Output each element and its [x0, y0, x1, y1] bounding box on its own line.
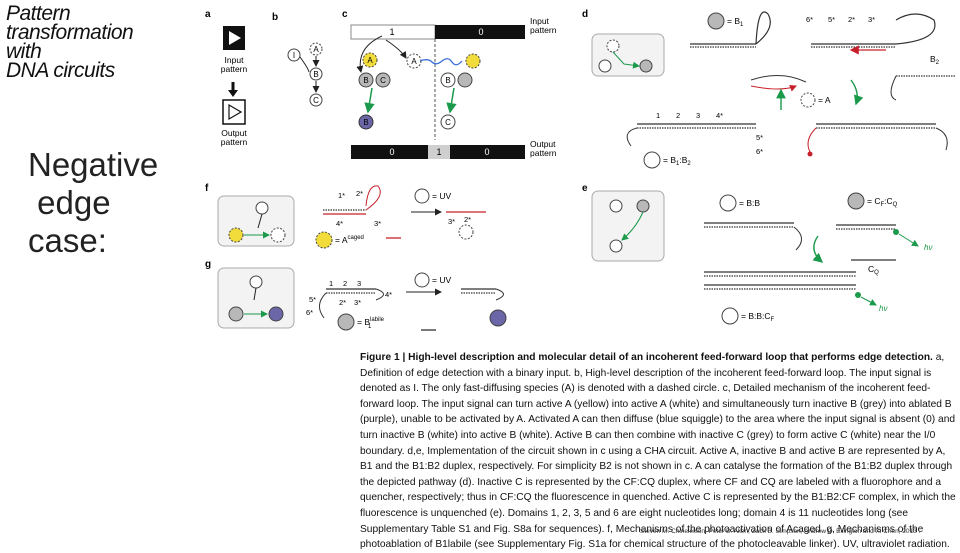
panel-g-eq-uv: = UV [432, 275, 451, 285]
panel-d-domain-7: 3 [696, 111, 700, 120]
panel-c-node-b-grey: B [363, 76, 368, 85]
panel-e-eq-bottom: = B:B:CF [741, 311, 775, 323]
panel-d-eq-bottom: = B1:B2 [663, 155, 691, 167]
panel-f-domain-6: 2* [464, 215, 471, 224]
panel-f: = UV = Acaged 1* 2* 3* 4* 3* 2* [217, 185, 486, 249]
panel-d-domain-2: 5* [828, 15, 835, 24]
panel-d: = B1 B2 = A = B1:B2 6* 5* 2* 3* 1 2 3 4* [591, 11, 956, 169]
panel-g-domain-3: 3 [357, 279, 361, 288]
panel-e-hv-1: hν [924, 243, 932, 252]
panel-label-c: c [342, 9, 348, 20]
panel-d-domain-10: 6* [756, 147, 763, 156]
panel-f-domain-2: 2* [356, 189, 363, 198]
panel-c-node-a-yellow: A [367, 56, 373, 65]
panel-d-eq-top: = B1 [727, 16, 744, 28]
panel-g-domain-1: 1 [329, 279, 333, 288]
panel-label-g: g [205, 259, 211, 270]
caption-body: a, Definition of edge detection with a b… [360, 352, 956, 551]
panel-f-domain-1: 1* [338, 191, 345, 200]
panel-d-domain-4: 3* [868, 15, 875, 24]
panel-c-output-0a: 0 [389, 147, 394, 157]
panel-label-b: b [272, 12, 278, 23]
panel-e-hv-2: hν [879, 304, 887, 313]
panel-label-d: d [582, 9, 588, 20]
panel-c-input-1: 1 [389, 27, 394, 37]
panel-g-domain-7: 2* [339, 298, 346, 307]
panel-c-node-b-purple: B [363, 118, 368, 127]
panel-g-domain-2: 2 [343, 279, 347, 288]
panel-b-node-i: I [293, 51, 295, 60]
panel-d-domain-9: 5* [756, 133, 763, 142]
slide-title: Pattern transformation with DNA circuits [6, 4, 134, 80]
panel-d-eq-mid: = A [818, 95, 831, 105]
panel-b-node-c: C [313, 96, 319, 105]
panel-e-cq: CQ [868, 264, 879, 276]
panel-label-e: e [582, 183, 588, 194]
diffusion-squiggle [419, 58, 463, 66]
figure-caption: Figure 1 | High-level description and mo… [360, 350, 960, 553]
panel-g-domain-5: 5* [309, 295, 316, 304]
panel-e-eq-top: = B:B [739, 198, 760, 208]
side-text: Negative edge case: [28, 146, 159, 259]
panel-e-eq-c: = CF:CQ [867, 196, 898, 208]
panel-f-eq-uv: = UV [432, 191, 451, 201]
panel-b: I A B C [287, 42, 323, 107]
panel-d-domain-1: 6* [806, 15, 813, 24]
panel-d-domain-6: 2 [676, 111, 680, 120]
panel-label-f: f [205, 183, 209, 194]
panel-g-domain-8: 3* [354, 298, 361, 307]
panel-g-domain-6: 6* [306, 308, 313, 317]
panel-c-node-c-grey: C [380, 76, 386, 85]
panel-b-node-b: B [313, 70, 318, 79]
panel-f-domain-5: 3* [448, 217, 455, 226]
panel-d-domain-5: 1 [656, 111, 660, 120]
panel-e: = B:B = CF:CQ hν CQ hν = B:B:CF [591, 190, 932, 325]
panel-f-eq-caged: = Acaged [335, 235, 364, 245]
panel-b-node-a: A [313, 45, 319, 54]
panel-d-domain-3: 2* [848, 15, 855, 24]
panel-c-node-b-white: B [445, 76, 450, 85]
citation: Steven M. Chirieleison, Peter B. Allen, … [640, 528, 921, 535]
panel-d-domain-8: 4* [716, 111, 723, 120]
panel-c-node-a-white: A [411, 57, 417, 66]
panel-f-domain-4: 4* [336, 219, 343, 228]
panel-d-b2: B2 [930, 54, 940, 66]
panel-f-domain-3: 3* [374, 219, 381, 228]
panel-c-output-0b: 0 [484, 147, 489, 157]
caption-lead: Figure 1 | High-level description and mo… [360, 352, 933, 363]
panel-label-a: a [205, 9, 211, 20]
panel-c-output-1: 1 [436, 147, 441, 157]
panel-c-input-0: 0 [478, 27, 483, 37]
panel-c-node-c-white: C [445, 118, 451, 127]
panel-g-domain-4: 4* [385, 290, 392, 299]
